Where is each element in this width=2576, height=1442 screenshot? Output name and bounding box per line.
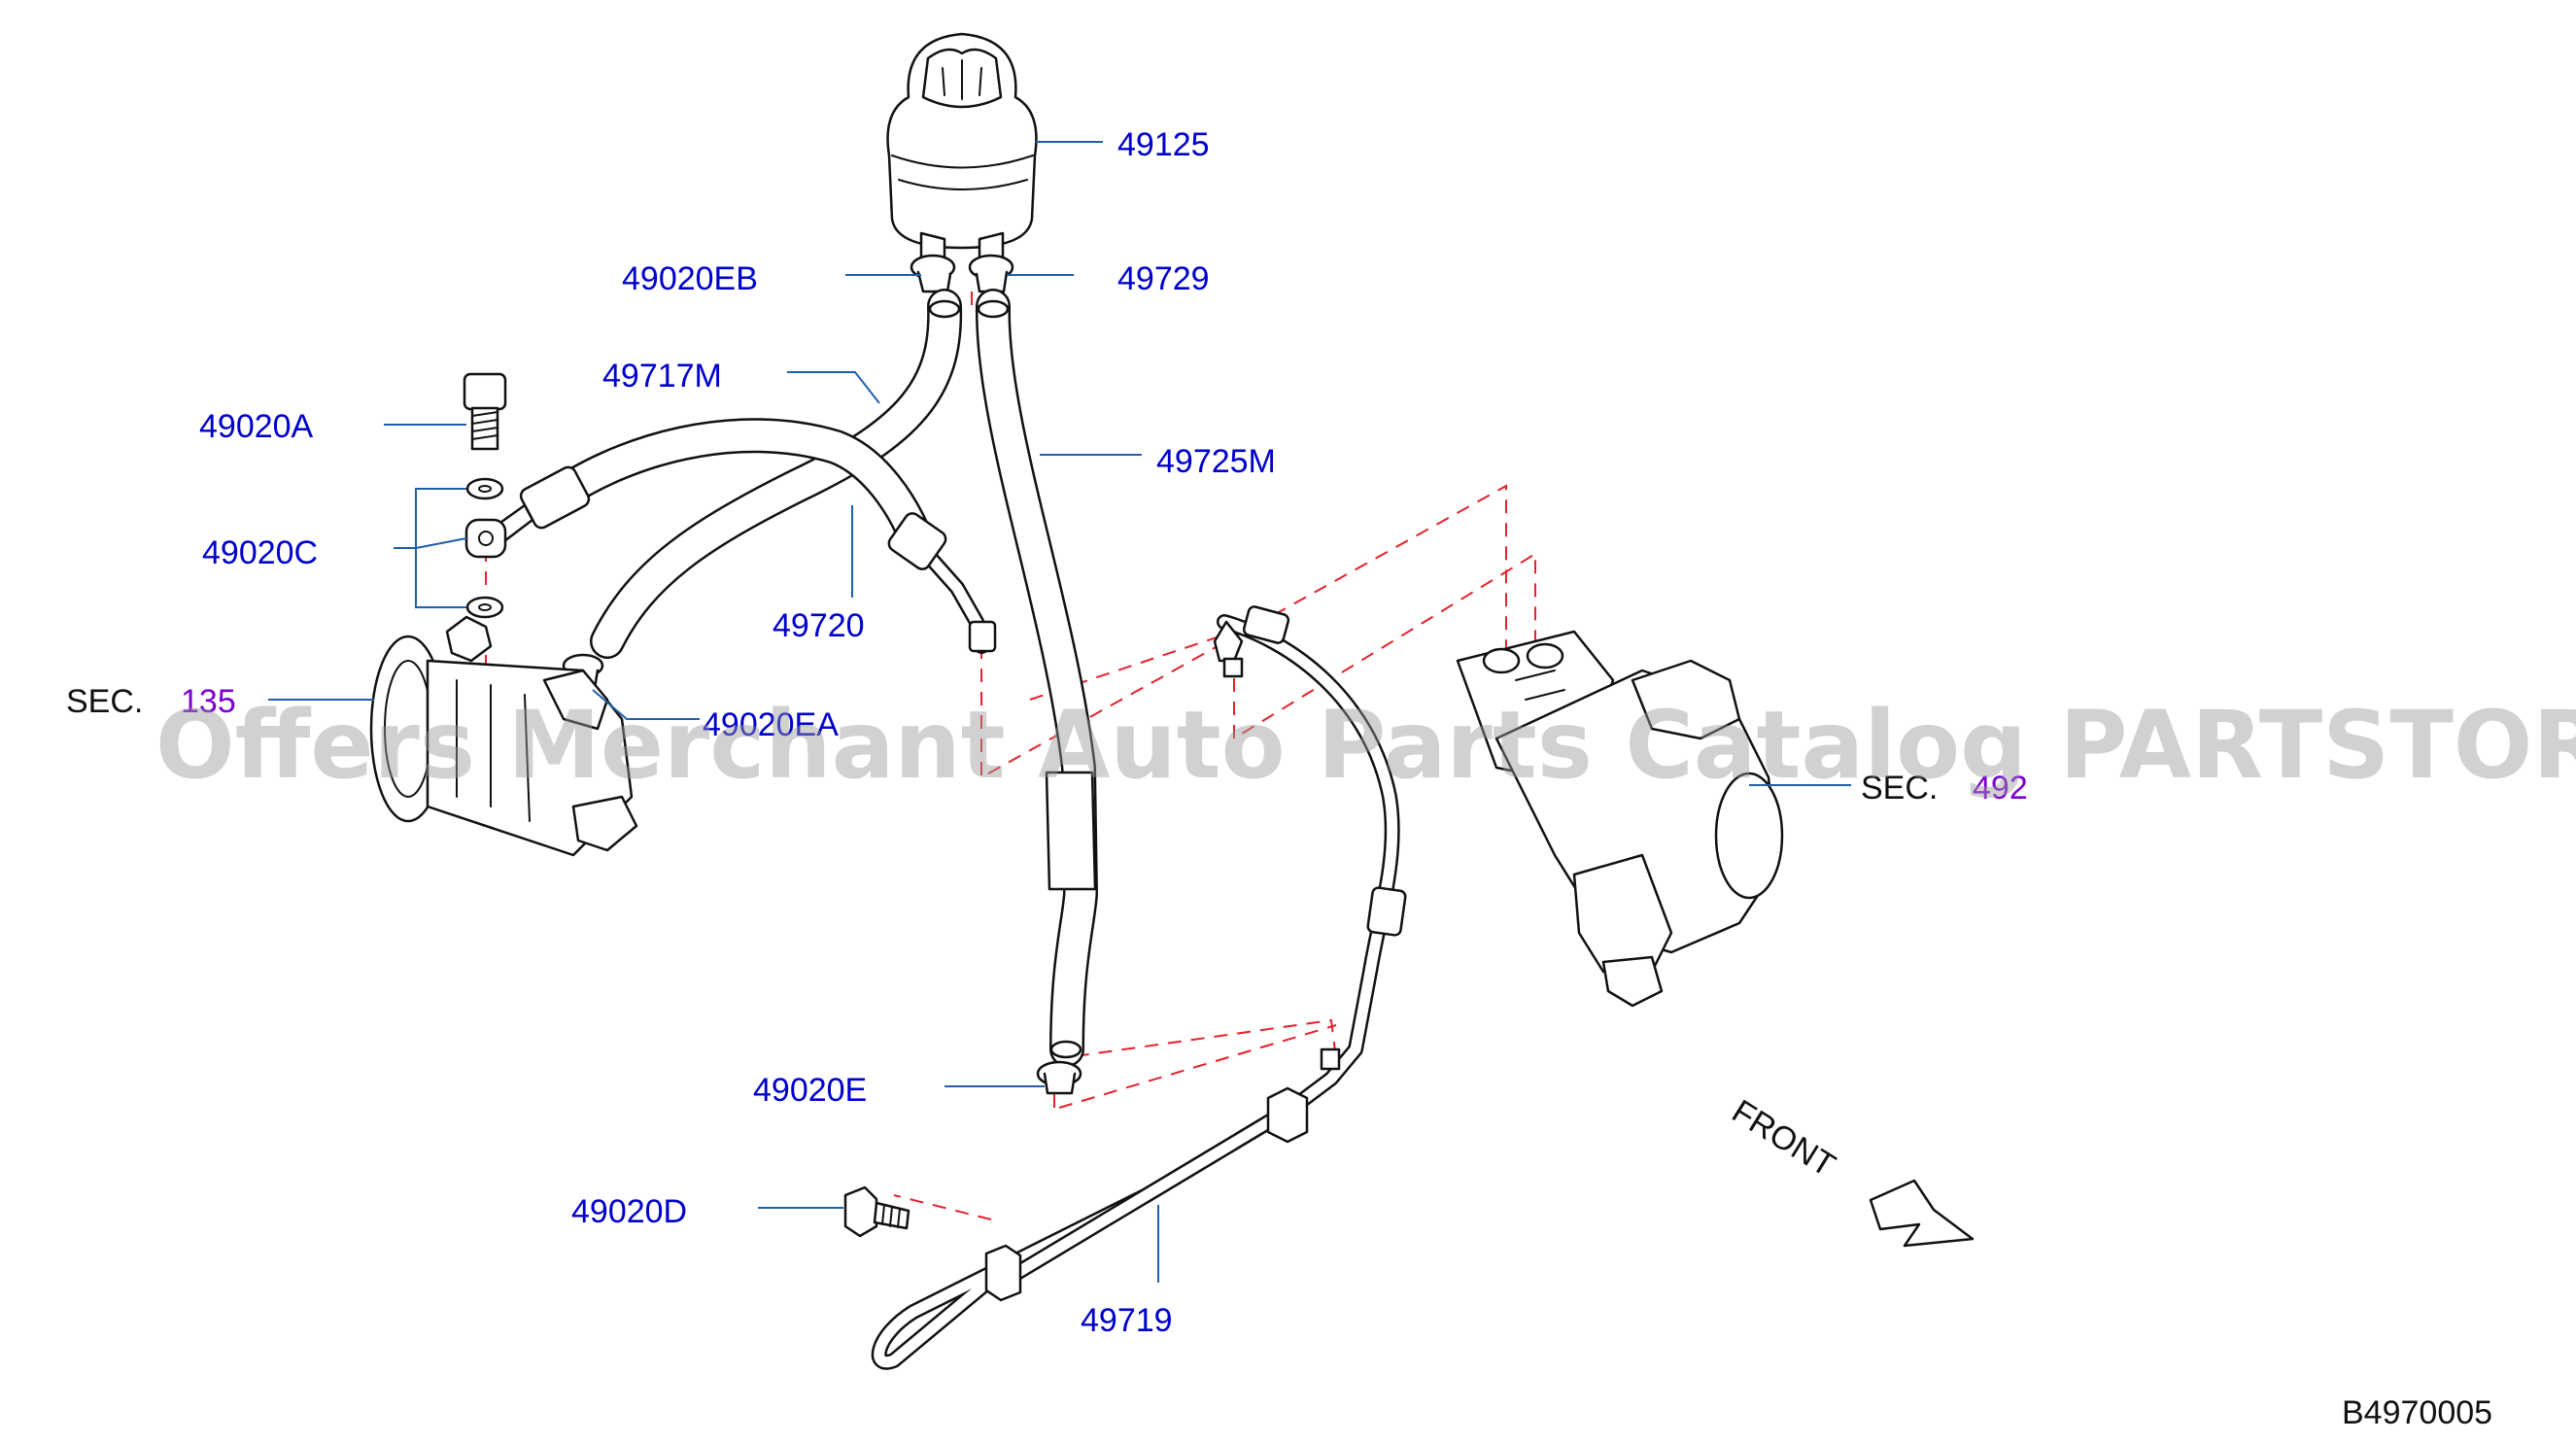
label-49720[interactable]: 49720 [773,607,865,644]
tube-49719[interactable] [871,605,1407,1370]
front-arrow-icon [1869,1179,1975,1248]
bolt-49020A[interactable] [463,372,507,451]
reservoir-49125[interactable] [886,32,1038,266]
hose-49717M[interactable] [590,289,963,659]
sec-prefix-pump: SEC. [66,683,143,720]
label-49729[interactable]: 49729 [1117,260,1210,297]
label-49020EA[interactable]: 49020EA [703,706,839,743]
hose-49720[interactable] [484,418,997,654]
clamp-49020E[interactable] [1036,1060,1082,1095]
hose-49725M[interactable] [975,289,1098,1067]
diagram-code: B4970005 [2342,1394,2492,1431]
washer-eye-49020C[interactable] [464,477,507,619]
leader-lines [268,141,1851,1283]
clamp-49020EB[interactable] [910,254,956,293]
sec-prefix-gear: SEC. [1861,770,1938,807]
label-49719[interactable]: 49719 [1081,1302,1173,1339]
power-steering-pump[interactable] [369,615,638,857]
bolt-49020D[interactable] [843,1185,910,1238]
label-49020C[interactable]: 49020C [202,534,318,571]
label-49725M[interactable]: 49725M [1156,443,1276,480]
sec-ref-492[interactable]: 492 [1973,770,2028,807]
clamp-49729[interactable] [968,254,1014,293]
label-49020A[interactable]: 49020A [199,408,314,445]
label-49020D[interactable]: 49020D [571,1193,687,1230]
label-49717M[interactable]: 49717M [602,358,722,395]
label-49020EB[interactable]: 49020EB [622,260,758,297]
front-label: FRONT [1726,1093,1841,1184]
label-49125[interactable]: 49125 [1117,126,1210,163]
label-49020E[interactable]: 49020E [753,1072,867,1109]
watermark: Offers Merchant Auto Parts Catalog PARTS… [155,691,2576,800]
sec-ref-135[interactable]: 135 [181,683,236,720]
steering-gear[interactable] [1456,630,1784,1008]
